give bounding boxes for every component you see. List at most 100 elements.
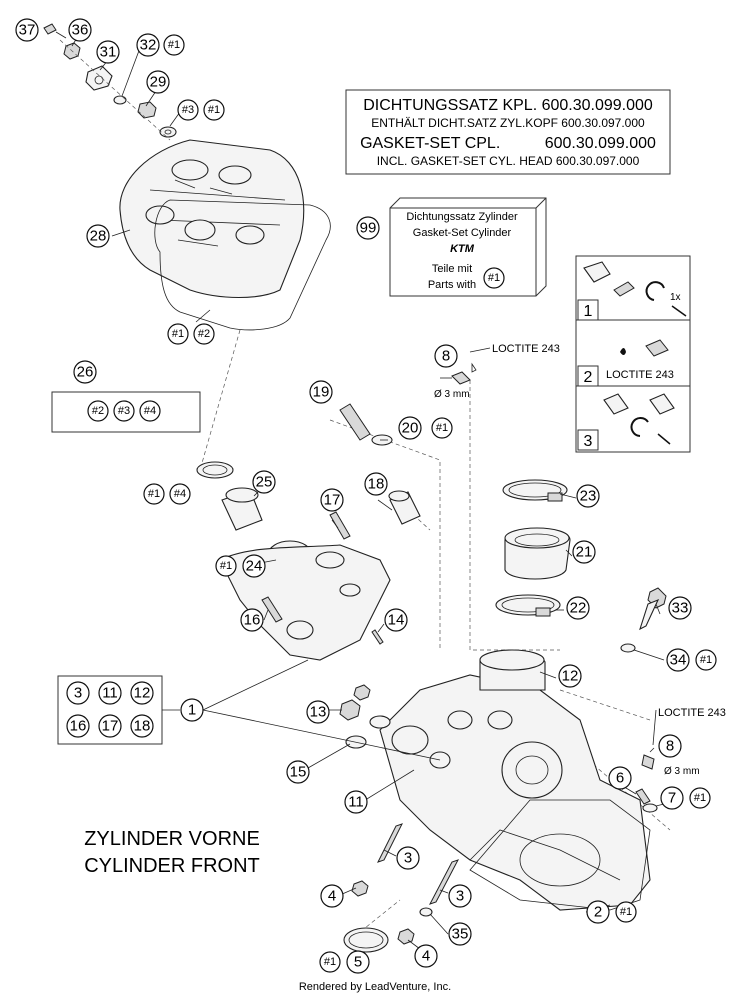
step-3: 3: [584, 433, 593, 450]
svg-text:23: 23: [580, 488, 597, 505]
callout-3-top: #3: [177, 99, 199, 121]
dia-label-top: Ø 3 mm: [434, 389, 470, 400]
svg-text:6: 6: [616, 770, 624, 787]
svg-text:18: 18: [134, 718, 151, 735]
kit99-line-4: Parts with: [428, 279, 476, 291]
svg-text:#1: #1: [488, 272, 500, 284]
svg-text:4: 4: [328, 888, 336, 905]
svg-text:#1: #1: [168, 39, 180, 51]
assembly-steps-panel: 1 2 3 1x LOCTITE 243: [575, 255, 691, 453]
title-german: ZYLINDER VORNE: [84, 828, 260, 850]
kit-line-2: ENTHÄLT DICHT.SATZ ZYL.KOPF 600.30.097.0…: [371, 116, 645, 130]
ref-34: #1: [695, 649, 717, 671]
washer-3-icon: [159, 126, 177, 138]
svg-text:#1: #1: [436, 422, 448, 434]
pin-14-icon: [371, 629, 384, 645]
step-2: 2: [584, 369, 593, 386]
ref-gasket-2: #2: [193, 323, 215, 345]
callout-24: 24: [242, 554, 266, 578]
svg-text:21: 21: [576, 544, 593, 561]
svg-text:#1: #1: [208, 104, 220, 116]
svg-text:34: 34: [670, 652, 687, 669]
callout-29: 29: [146, 70, 170, 94]
callout-26: 26: [73, 360, 97, 384]
temperature-sensor-33: [639, 587, 667, 631]
svg-text:15: 15: [290, 764, 307, 781]
callout-25: 25: [252, 470, 276, 494]
ref-26-2: #2: [87, 400, 109, 422]
ref-24: #1: [215, 555, 237, 577]
callout-13: 13: [306, 700, 330, 724]
callout-15: 15: [286, 760, 310, 784]
oil-seal-25-icon: [221, 487, 263, 531]
callout-5: 5: [346, 950, 370, 974]
screw-19-icon: [339, 403, 371, 441]
svg-text:25: 25: [256, 474, 273, 491]
screw-37-icon: [43, 23, 57, 35]
svg-text:22: 22: [570, 600, 587, 617]
svg-text:37: 37: [19, 22, 36, 39]
svg-text:8: 8: [442, 348, 450, 365]
plug-8-lower-icon: [641, 754, 655, 770]
callout-33: 33: [668, 596, 692, 620]
svg-text:#1: #1: [694, 792, 706, 804]
svg-text:16: 16: [244, 612, 261, 629]
callout-2-bottom: 2: [586, 900, 610, 924]
callout-18: 18: [364, 472, 388, 496]
svg-text:#1: #1: [620, 906, 632, 918]
ref-5: #1: [319, 951, 341, 973]
callout-34: 34: [666, 648, 690, 672]
svg-text:4: 4: [422, 948, 430, 965]
kit-line-1: DICHTUNGSSATZ KPL. 600.30.099.000: [363, 97, 653, 114]
stud-3b-icon: [428, 859, 460, 905]
svg-text:35: 35: [452, 926, 469, 943]
callout-6: 6: [608, 766, 632, 790]
plug-6-icon: [635, 788, 651, 805]
svg-text:2: 2: [594, 904, 602, 921]
group-1-item-17: 17: [98, 714, 122, 738]
kit99-line-1: Dichtungssatz Zylinder: [406, 211, 518, 223]
svg-text:13: 13: [310, 704, 327, 721]
step-1-note: 1x: [670, 292, 681, 303]
svg-text:18: 18: [368, 476, 385, 493]
gasket-set-box: DICHTUNGSSATZ KPL. 600.30.099.000 ENTHÄL…: [345, 89, 671, 175]
bush-18-icon: [388, 490, 421, 525]
ref-26-4: #4: [139, 400, 161, 422]
svg-text:5: 5: [354, 954, 362, 971]
ref-3-top: #1: [203, 99, 225, 121]
svg-text:14: 14: [388, 612, 405, 629]
svg-text:3: 3: [404, 850, 412, 867]
group-1-item-16: 16: [66, 714, 90, 738]
loctite-label-bottom: LOCTITE 243: [658, 707, 726, 719]
bolt-16-icon: [261, 596, 283, 623]
callout-21: 21: [572, 540, 596, 564]
svg-text:20: 20: [402, 420, 419, 437]
callout-11: 11: [344, 790, 368, 814]
footer-credit: Rendered by LeadVenture, Inc.: [299, 981, 451, 993]
svg-text:#4: #4: [144, 405, 156, 417]
svg-text:#3: #3: [118, 405, 130, 417]
svg-text:#1: #1: [324, 956, 336, 968]
washer-35-icon: [419, 907, 433, 917]
washer-7-icon: [642, 803, 658, 813]
callout-17: 17: [320, 488, 344, 512]
plug-8-upper-icon: [451, 362, 477, 385]
svg-text:12: 12: [134, 685, 151, 702]
ref-2-bottom: #1: [615, 901, 637, 923]
callout-23: 23: [576, 484, 600, 508]
cylinder-head-12: [379, 649, 651, 911]
svg-text:3: 3: [74, 685, 82, 702]
ref-20: #1: [431, 417, 453, 439]
svg-text:1: 1: [188, 702, 196, 719]
callout-37: 37: [15, 18, 39, 42]
group-1-item-3: 3: [66, 681, 90, 705]
svg-text:3: 3: [456, 888, 464, 905]
callout-12: 12: [558, 664, 582, 688]
oring-5-icon: [343, 927, 389, 953]
callout-4-left: 4: [320, 884, 344, 908]
washer-34-icon: [620, 643, 636, 653]
svg-text:26: 26: [77, 364, 94, 381]
svg-text:19: 19: [313, 384, 330, 401]
group-1-item-12: 12: [130, 681, 154, 705]
